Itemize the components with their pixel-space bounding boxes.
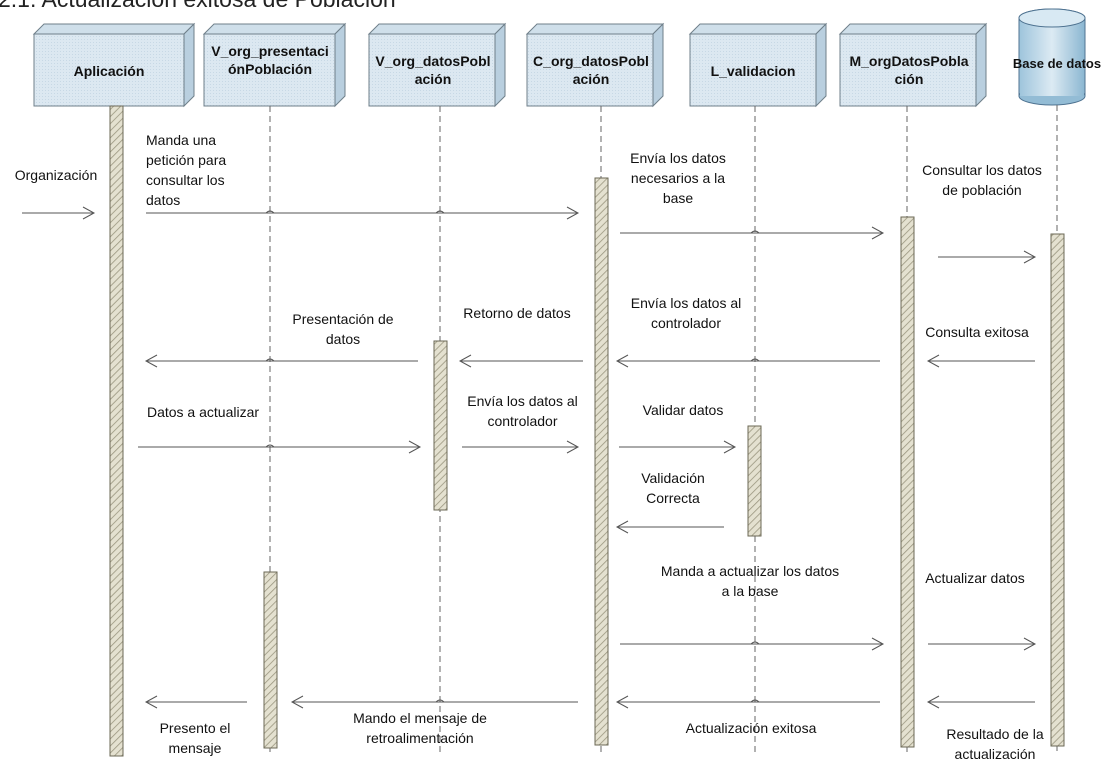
arrow-validacion-correcta bbox=[615, 520, 724, 534]
arrow-actualizar-datos bbox=[928, 637, 1037, 651]
arrow-retorno bbox=[458, 354, 583, 368]
arrow-organizacion bbox=[22, 206, 96, 220]
arrow-mando-mensaje bbox=[290, 695, 578, 709]
box-v-org-presentacion bbox=[202, 22, 347, 108]
msg-resultado: Resultado de la actualización bbox=[946, 726, 1044, 762]
participant-label-v-org-datos: V_org_datosPoblación bbox=[375, 53, 491, 87]
msg-presentacion: Presentación de datos bbox=[292, 311, 394, 347]
msg-organizacion: Organización bbox=[14, 167, 98, 183]
msg-actualizacion-exitosa: Actualización exitosa bbox=[685, 720, 817, 736]
participant-boxes bbox=[32, 8, 1086, 108]
msg-peticion: Manda una petición para consultar los da… bbox=[146, 132, 227, 208]
arrow-presentacion bbox=[144, 354, 418, 368]
activation-bars bbox=[109, 105, 1065, 757]
msg-actualizar-datos: Actualizar datos bbox=[925, 570, 1025, 586]
msg-datos-actualizar: Datos a actualizar bbox=[146, 404, 260, 420]
arrow-validar bbox=[619, 440, 737, 454]
arrow-consultar bbox=[938, 250, 1037, 264]
msg-consulta-exitosa: Consulta exitosa bbox=[925, 324, 1029, 340]
box-aplicacion bbox=[32, 22, 196, 108]
participant-label-l-validacion: L_validacion bbox=[710, 63, 796, 79]
crossing-marks bbox=[265, 210, 760, 703]
msg-consultar: Consultar los datos de población bbox=[922, 162, 1042, 198]
arrow-envia-controlador-2 bbox=[462, 440, 580, 454]
arrow-resultado bbox=[926, 695, 1035, 709]
msg-envia-base: Envía los datos necesarios a la base bbox=[630, 150, 726, 206]
box-v-org-datos bbox=[367, 22, 507, 108]
participant-label-m-org-datos: M_orgDatosPoblación bbox=[849, 53, 969, 87]
box-c-org-datos bbox=[525, 22, 665, 108]
msg-mando-mensaje: Mando el mensaje de retroalimentación bbox=[353, 710, 487, 746]
msg-validacion-correcta: Validación Correcta bbox=[641, 470, 705, 506]
participant-label-base-de-datos: Base de datos bbox=[1012, 56, 1102, 71]
msg-manda-actualizar: Manda a actualizar los datos a la base bbox=[660, 563, 840, 599]
arrow-datos-actualizar bbox=[138, 440, 422, 454]
participant-label-c-org-datos: C_org_datosPoblación bbox=[533, 53, 649, 87]
box-m-org-datos bbox=[838, 22, 988, 108]
arrow-presento bbox=[144, 695, 247, 709]
msg-retorno: Retorno de datos bbox=[463, 305, 571, 321]
msg-presento: Presento el mensaje bbox=[159, 720, 231, 756]
arrow-envia-controlador bbox=[615, 354, 880, 368]
participant-label-aplicacion: Aplicación bbox=[73, 63, 145, 79]
box-l-validacion bbox=[688, 22, 828, 108]
page-title: 2.1. Actualización exitosa de Población bbox=[0, 0, 396, 13]
arrow-actualizacion-exitosa bbox=[615, 695, 880, 709]
msg-validar: Validar datos bbox=[642, 402, 724, 418]
database-icon bbox=[1018, 8, 1086, 106]
message-arrows bbox=[22, 206, 1037, 709]
msg-envia-controlador-2: Envía los datos al controlador bbox=[467, 393, 578, 429]
participant-label-v-org-presentacion: V_org_presentaciónPoblación bbox=[211, 43, 329, 77]
arrow-peticion bbox=[146, 206, 580, 220]
msg-envia-controlador: Envía los datos al controlador bbox=[630, 295, 742, 331]
arrow-consulta-exitosa bbox=[926, 354, 1035, 368]
